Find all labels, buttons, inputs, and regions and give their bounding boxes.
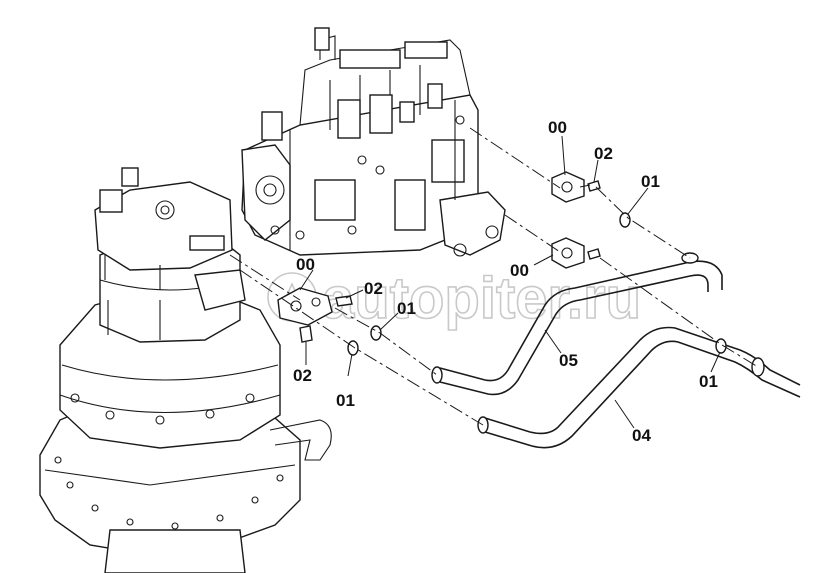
callout-flange-left: 00 [296, 255, 315, 274]
callout-bolt-top: 02 [594, 144, 613, 163]
callout-flange-mid: 00 [510, 261, 529, 280]
bolt-left-upper [335, 295, 353, 307]
leader-lines [299, 135, 721, 429]
oring-top [619, 212, 631, 228]
hose-04-end-upper [751, 357, 765, 377]
callout-oring-right: 01 [699, 372, 718, 391]
callout-oring-top: 01 [641, 172, 660, 191]
hose-05-end-lower [431, 366, 443, 384]
callout-oring-left-upper: 01 [397, 299, 416, 318]
watermark-text: autopiter.ru [322, 266, 641, 331]
flange-left [277, 287, 333, 326]
callout-flange-top: 00 [548, 118, 567, 137]
callout-bolt-left-lower: 02 [293, 366, 312, 385]
bolt-mid [587, 248, 601, 260]
callout-bolt-left-upper: 02 [364, 279, 383, 298]
callout-oring-left-lower: 01 [336, 391, 355, 410]
bolt-left-lower [299, 325, 313, 343]
flange-top [551, 171, 585, 203]
assembly-lines [229, 127, 759, 426]
callout-hose-05: 05 [559, 351, 578, 370]
swing-motor [39, 167, 332, 573]
callout-hose-04: 04 [632, 426, 651, 445]
flange-mid [551, 237, 585, 269]
oring-left-lower [347, 340, 359, 356]
control-valve [241, 27, 506, 257]
